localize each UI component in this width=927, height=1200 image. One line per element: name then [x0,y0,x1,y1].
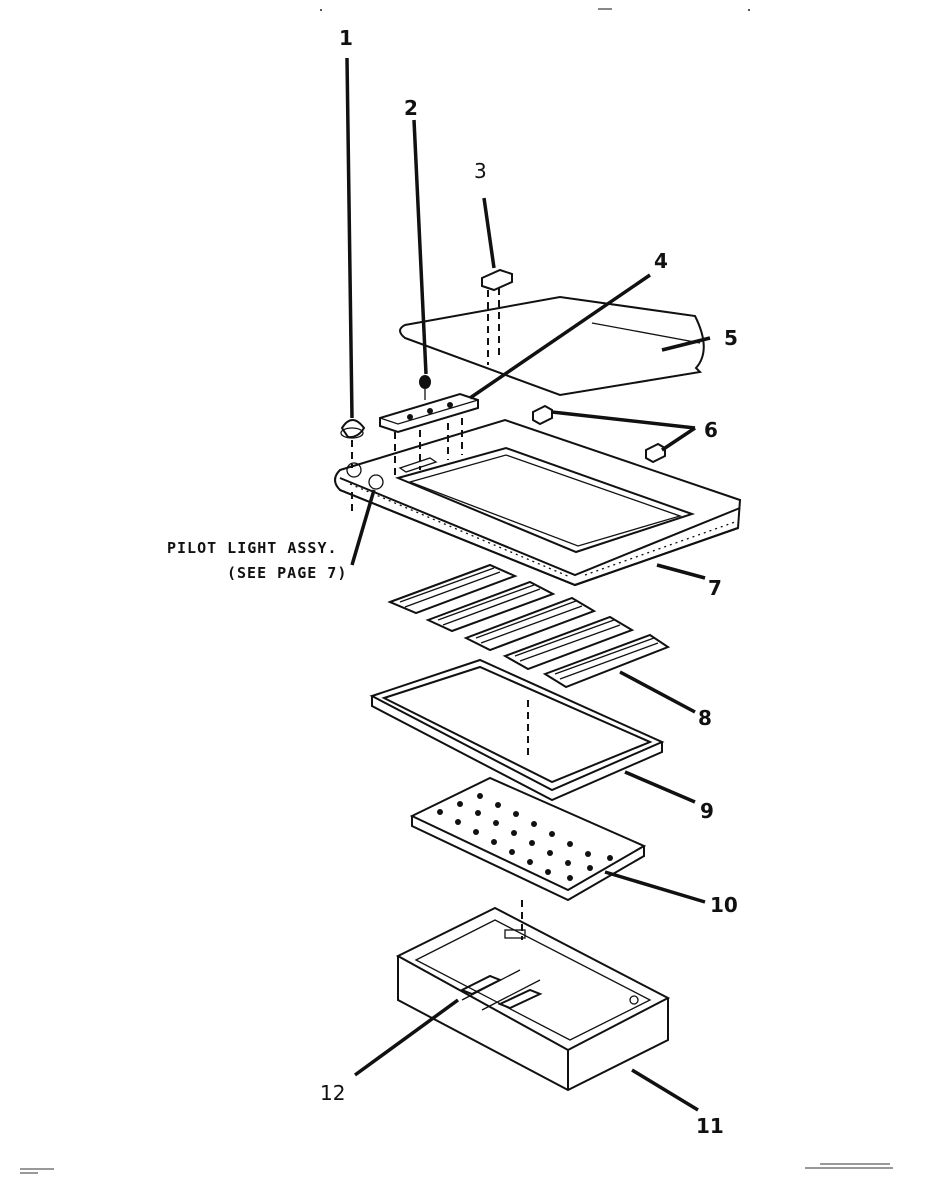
part-9-tray [369,658,665,802]
callout-12: 12 [320,1081,345,1105]
callout-11: 11 [696,1114,724,1138]
callout-1: 1 [339,26,353,50]
callouts: 1 2 3 4 5 6 7 8 9 10 11 12 [320,26,738,1138]
callout-6: 6 [704,418,718,442]
note-line-1: PILOT LIGHT ASSY. [167,539,338,557]
page-marks [20,8,893,1174]
part-10-grate [409,776,647,940]
part-3-clip [481,268,513,365]
callout-5: 5 [724,326,738,350]
callout-3: 3 [474,159,487,183]
pilot-light-note: PILOT LIGHT ASSY. (SEE PAGE 7) [167,539,347,582]
part-8-burners [387,563,671,689]
callout-10: 10 [710,893,738,917]
part-5-cover-plate [399,295,705,397]
part-7-frame [334,418,742,587]
note-line-2: (SEE PAGE 7) [227,564,347,582]
leader-lines [345,57,711,1112]
callout-7: 7 [708,576,722,600]
callout-2: 2 [404,96,418,120]
part-12-slots [459,974,543,1010]
part-2-screw [419,375,431,400]
callout-8: 8 [698,706,712,730]
callout-9: 9 [700,799,714,823]
part-6-clips [532,404,666,464]
part-4-bracket [379,392,479,478]
callout-4: 4 [654,249,668,273]
part-1-knob [340,419,366,468]
part-11-bottom-pan [395,906,671,1092]
